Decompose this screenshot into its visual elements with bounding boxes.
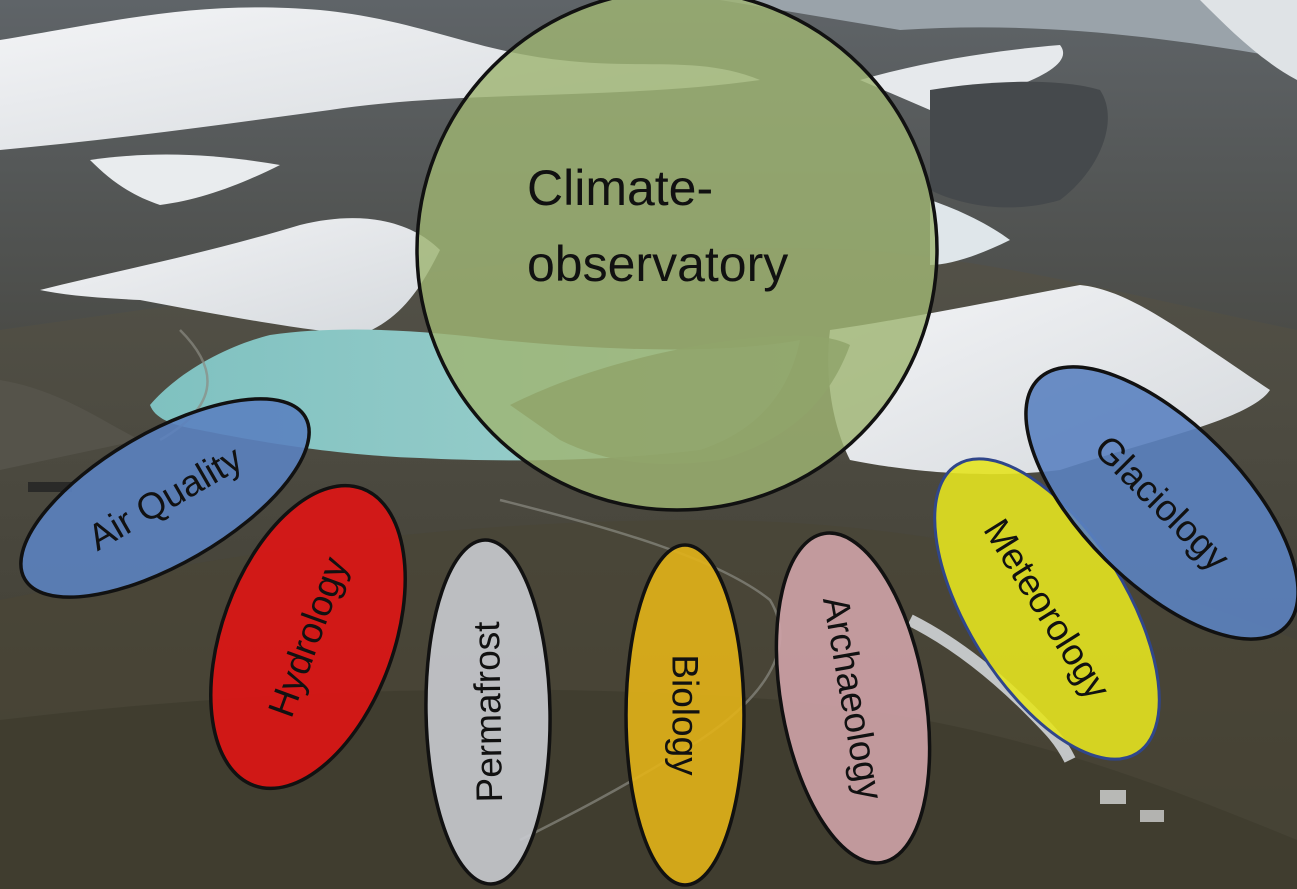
climate-observatory-circle [415, 0, 939, 512]
archaeology-ellipse [774, 531, 932, 865]
biology-label: Biology [665, 654, 706, 776]
glaciology-ellipse [1024, 365, 1297, 641]
hydrology-node: Hydrology [209, 483, 407, 791]
hydrology-ellipse [209, 483, 407, 791]
biology-ellipse [624, 543, 746, 887]
biology-node: Biology [624, 543, 746, 887]
center-label-line-1: Climate- [527, 160, 713, 216]
air-quality-node: Air Quality [19, 397, 311, 599]
climate-observatory-node: Climate- observatory [415, 0, 939, 512]
permafrost-label: Permafrost [466, 620, 510, 802]
permafrost-ellipse [424, 538, 552, 886]
archaeology-node: Archaeology [774, 531, 932, 865]
permafrost-node: Permafrost [424, 538, 552, 886]
air-quality-ellipse [19, 397, 311, 599]
center-label-line-2: observatory [527, 236, 788, 292]
glaciology-node: Glaciology [1024, 365, 1297, 641]
